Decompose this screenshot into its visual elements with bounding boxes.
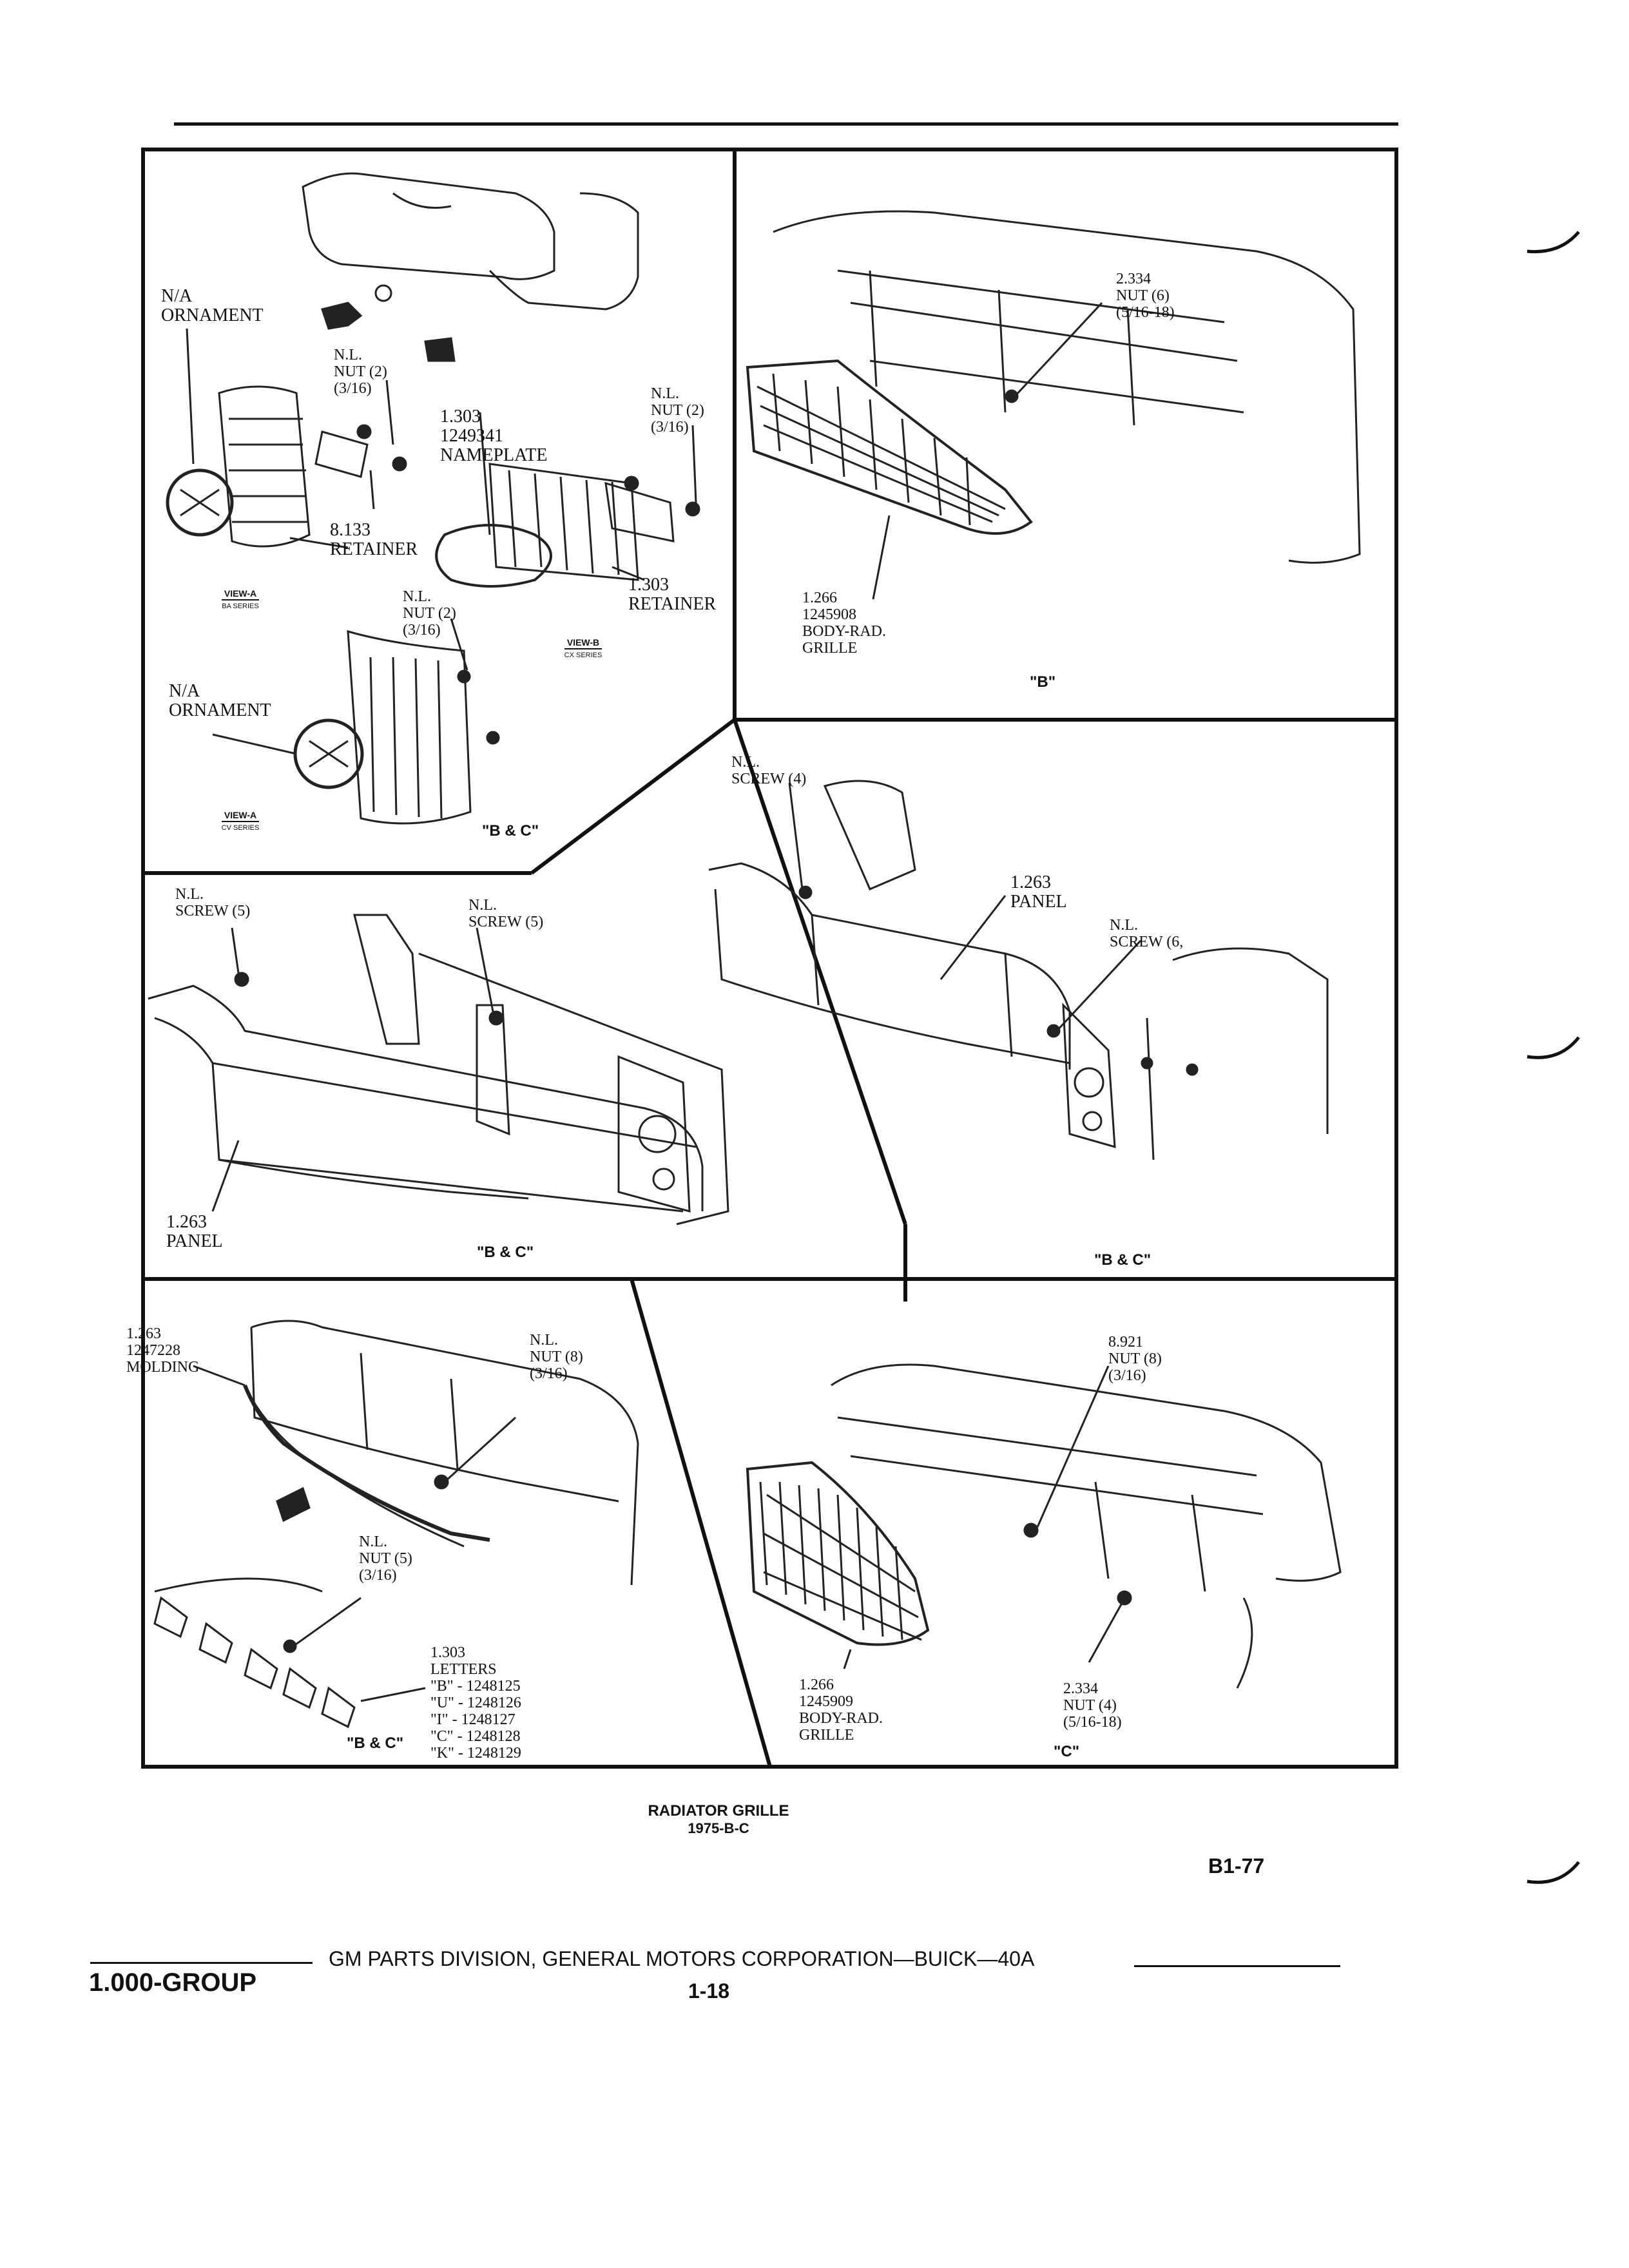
tag-panel-2: "B" (1030, 673, 1056, 691)
label-screw-5b: N.L. SCREW (5) (468, 897, 544, 930)
footer-page-number: 1-18 (688, 1979, 730, 2003)
label-screw-6: N.L. SCREW (6, (1110, 917, 1184, 950)
view-subtitle: CV SERIES (221, 824, 260, 832)
panel-1-artwork (166, 172, 700, 825)
panel-6-artwork (746, 1363, 1342, 1689)
label-na-ornament-1: N/A ORNAMENT (161, 286, 264, 325)
top-rule (174, 122, 1398, 126)
label-retainer-1303: 1.303 RETAINER (628, 575, 717, 614)
label-grille-1245908: 1.266 1245908 BODY-RAD. GRILLE (802, 590, 887, 657)
label-letters: 1.303 LETTERS "B" - 1248125 "U" - 124812… (430, 1644, 521, 1762)
panel-2-artwork (746, 210, 1361, 600)
label-nut-b: N.L. NUT (2) (3/16) (651, 385, 704, 436)
view-title: VIEW-A (221, 588, 260, 601)
label-nameplate: 1.303 1249341 NAMEPLATE (440, 407, 548, 465)
view-title: VIEW-A (221, 809, 260, 822)
footer-publisher: GM PARTS DIVISION, GENERAL MOTORS CORPOR… (329, 1947, 1035, 1970)
label-nut-c: N.L. NUT (2) (3/16) (403, 588, 456, 639)
footer-rule-left (90, 1962, 313, 1964)
caption-title: RADIATOR GRILLE (648, 1802, 789, 1820)
panel-5-artwork (153, 1320, 639, 1729)
label-nut-4: 2.334 NUT (4) (5/16-18) (1063, 1680, 1122, 1731)
panel-4-artwork (708, 780, 1329, 1160)
view-subtitle: CX SERIES (564, 651, 602, 659)
label-na-ornament-2: N/A ORNAMENT (169, 681, 271, 720)
tag-panel-4: "B & C" (1094, 1251, 1152, 1269)
label-screw-5a: N.L. SCREW (5) (175, 886, 251, 919)
view-title: VIEW-B (564, 637, 602, 649)
label-screw-4: N.L. SCREW (4) (731, 754, 807, 787)
caption-subtitle: 1975-B-C (688, 1820, 749, 1836)
label-nut-a: N.L. NUT (2) (3/16) (334, 347, 387, 397)
view-b-cx-series: VIEW-B CX SERIES (548, 637, 619, 661)
label-nut-6: 2.334 NUT (6) (5/16-18) (1116, 271, 1175, 321)
label-nut-5: N.L. NUT (5) (3/16) (359, 1533, 412, 1584)
footer-group: 1.000-GROUP (89, 1968, 257, 1997)
figure-caption: RADIATOR GRILLE 1975-B-C (612, 1802, 825, 1837)
view-a-ba-series: VIEW-A BA SERIES (205, 588, 276, 612)
tag-panel-5: "B & C" (347, 1735, 404, 1752)
tag-panel-3: "B & C" (477, 1244, 534, 1261)
view-subtitle: BA SERIES (222, 602, 259, 610)
label-molding: 1.263 1247228 MOLDING (126, 1325, 200, 1376)
page-code: B1-77 (1208, 1854, 1265, 1878)
label-nut-8-left: N.L. NUT (8) (3/16) (530, 1332, 583, 1382)
panel-3-artwork (148, 914, 729, 1225)
footer-rule-right (1134, 1965, 1340, 1967)
label-grille-1245909: 1.266 1245909 BODY-RAD. GRILLE (799, 1677, 883, 1744)
label-panel-1263-right: 1.263 PANEL (1010, 872, 1067, 912)
tag-panel-1: "B & C" (482, 822, 539, 840)
label-nut-8-right: 8.921 NUT (8) (3/16) (1108, 1334, 1162, 1384)
label-panel-1263-left: 1.263 PANEL (166, 1212, 223, 1251)
label-retainer-8133: 8.133 RETAINER (330, 520, 418, 559)
tag-panel-6: "C" (1054, 1743, 1080, 1760)
view-a-cv-series: VIEW-A CV SERIES (205, 809, 276, 834)
